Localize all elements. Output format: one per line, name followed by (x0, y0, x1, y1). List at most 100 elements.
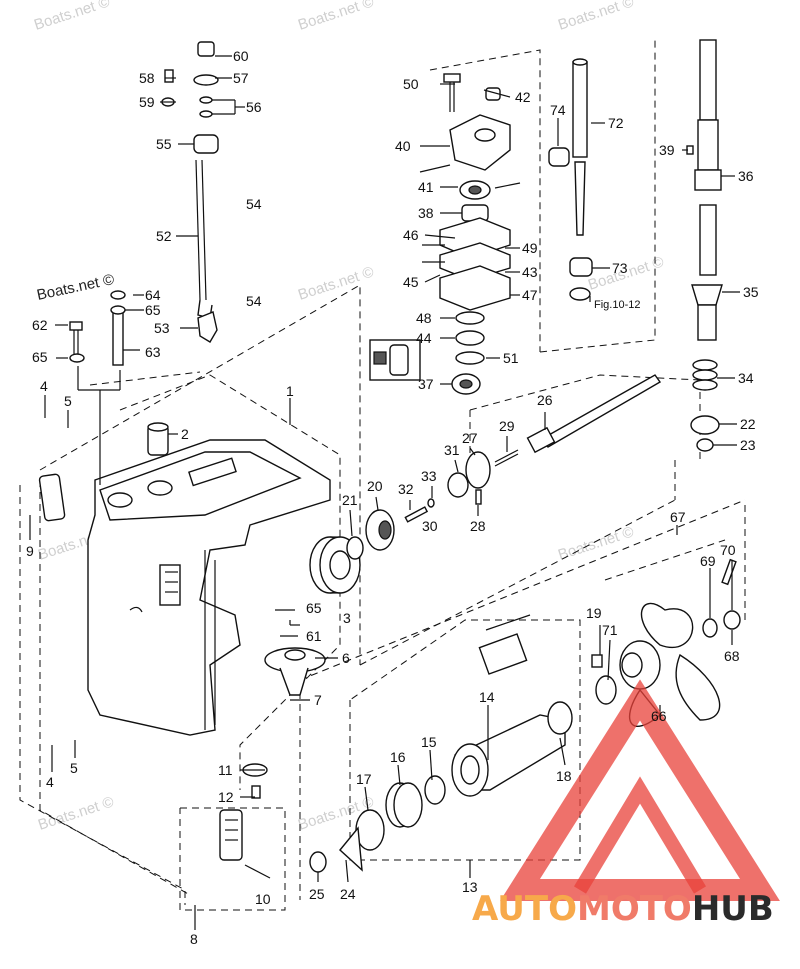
part-label: 61 (306, 628, 322, 644)
part-label: 4 (46, 774, 54, 790)
part-label: 2 (181, 426, 189, 442)
part-label: 58 (139, 70, 155, 86)
part-label: 38 (418, 205, 434, 221)
anode-parts (38, 473, 271, 879)
parts-34-22-23 (690, 359, 720, 452)
part-label: 65 (32, 349, 48, 365)
part-labels: 60 57 58 59 56 55 54 52 54 53 64 65 62 6… (26, 48, 759, 947)
watermark-text: Boats.net © (296, 263, 376, 303)
part-label: 10 (255, 891, 271, 907)
part-label: 7 (314, 692, 322, 708)
lower-case-housing (87, 439, 331, 736)
part-label: 14 (479, 689, 495, 705)
svg-text:AUTOMOTOHUB: AUTOMOTOHUB (472, 889, 774, 929)
part-label: 63 (145, 344, 161, 360)
part-label: 53 (154, 320, 170, 336)
part-label: 25 (309, 886, 325, 902)
gear-housing-parts (309, 614, 573, 873)
part-label: 24 (340, 886, 356, 902)
part-label: 52 (156, 228, 172, 244)
part-label: 23 (740, 437, 756, 453)
part-label: 62 (32, 317, 48, 333)
brand-auto: AUTO (472, 889, 577, 929)
part-label: 28 (470, 518, 486, 534)
part-label: 72 (608, 115, 624, 131)
part-21-seal (346, 536, 364, 560)
part-label: 16 (390, 749, 406, 765)
part-label: 70 (720, 542, 736, 558)
automotohub-logo: AUTOMOTOHUB (472, 679, 780, 929)
part-label: 42 (515, 89, 531, 105)
part-label: 69 (700, 553, 716, 569)
part-label: 45 (403, 274, 419, 290)
part-bolts-62-63 (69, 290, 126, 485)
part-label: 54 (246, 196, 262, 212)
part-label: 13 (462, 879, 478, 895)
part-label: 17 (356, 771, 372, 787)
part-label: 6 (342, 650, 350, 666)
part-label: 51 (503, 350, 519, 366)
part-52-shift-rod (195, 159, 218, 343)
part-label: 41 (418, 179, 434, 195)
part-label: 34 (738, 370, 754, 386)
part-label: 59 (139, 94, 155, 110)
part-label: 68 (724, 648, 740, 664)
part-label: 47 (522, 287, 538, 303)
part-label: 40 (395, 138, 411, 154)
watermark-text: Boats.net © (36, 793, 116, 833)
part-label: 66 (651, 708, 667, 724)
part-label: 11 (218, 762, 233, 778)
part-label: 4 (40, 378, 48, 394)
water-pump-assembly (439, 73, 511, 395)
brand-hub: HUB (692, 889, 774, 929)
figure-reference: Fig.10-12 (594, 299, 640, 311)
part-label: 55 (156, 136, 172, 152)
part-label: 32 (398, 481, 414, 497)
part-label: 65 (306, 600, 322, 616)
part-26-shaft (526, 374, 662, 454)
vertical-shafts (548, 39, 723, 341)
part-label: 35 (743, 284, 759, 300)
part-label: 46 (403, 227, 419, 243)
part-label: 54 (246, 293, 262, 309)
part-label: 1 (286, 383, 294, 399)
part-label: 22 (740, 416, 756, 432)
brand-moto: MOTO (577, 889, 692, 929)
part-shift-rod-top (161, 41, 219, 154)
watermark-text-dark: Boats.net © (35, 271, 115, 304)
part-label: 20 (367, 478, 383, 494)
part-label: 31 (444, 442, 460, 458)
part-label: 43 (522, 264, 538, 280)
part-clutch-assembly (404, 449, 519, 523)
part-label: 39 (659, 142, 675, 158)
part-label: 74 (550, 102, 566, 118)
part-label: 21 (342, 492, 358, 508)
part-label: 60 (233, 48, 249, 64)
watermark-text: Boats.net © (32, 0, 112, 34)
part-label: 30 (422, 518, 438, 534)
part-label: 50 (403, 76, 419, 92)
part-label: 37 (418, 376, 434, 392)
part-label: 9 (26, 543, 34, 559)
part-label: 57 (233, 70, 249, 86)
part-20-gear (365, 509, 395, 551)
part-label: 48 (416, 310, 432, 326)
part-collar (147, 422, 169, 456)
inset-icons (369, 339, 421, 381)
part-label: 56 (246, 99, 262, 115)
part-label: 49 (522, 240, 538, 256)
part-label: 15 (421, 734, 437, 750)
part-label: 71 (602, 622, 618, 638)
watermark-text: Boats.net © (296, 0, 376, 34)
part-6-plate (264, 647, 326, 696)
part-label: 26 (537, 392, 553, 408)
part-label: 67 (670, 509, 686, 525)
watermark-text: Boats.net © (556, 523, 636, 563)
part-label: 36 (738, 168, 754, 184)
part-label: 19 (586, 605, 602, 621)
part-label: 73 (612, 260, 628, 276)
part-label: 65 (145, 302, 161, 318)
part-label: 12 (218, 789, 234, 805)
part-label: 64 (145, 287, 161, 303)
propeller (591, 558, 741, 727)
